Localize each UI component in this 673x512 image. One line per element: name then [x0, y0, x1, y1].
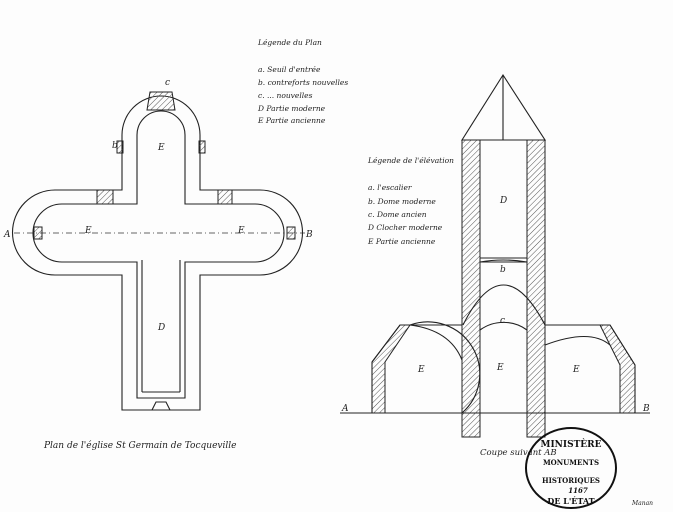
ministry-stamp: MINISTÈRE MONUMENTS HISTORIQUES 1167 DE … — [525, 427, 617, 509]
label-a: A — [3, 230, 11, 240]
stamp-text: DE L'ÉTAT — [547, 496, 594, 506]
label-a: A — [341, 404, 349, 414]
section-caption: Coupe suivant AB — [480, 448, 557, 458]
stamp-text: MONUMENTS — [543, 458, 599, 467]
church-section: D b c E E E A B Coupe suivant AB — [340, 73, 650, 458]
legend-item: E Partie ancienne — [367, 237, 436, 246]
label-d: D — [157, 323, 165, 333]
legend-item: b. contreforts nouvelles — [258, 78, 348, 87]
legend-item: D Partie moderne — [257, 104, 326, 113]
legend-title: Légende de l'élévation — [367, 156, 454, 165]
legend-item: c. Dome ancien — [368, 210, 427, 219]
stamp-text: MINISTÈRE — [540, 438, 601, 450]
legend-item: a. l'escalier — [368, 183, 412, 192]
label-d: D — [499, 196, 507, 206]
label-c: c — [165, 78, 170, 88]
label-b: b — [500, 265, 506, 275]
stamp-number: 1167 — [568, 486, 588, 495]
label-e: E — [84, 226, 92, 236]
legend-item: c. ... nouvelles — [258, 91, 313, 100]
legend-item: b. Dome moderne — [368, 197, 436, 206]
label-e: E — [417, 365, 425, 375]
plan-legend: Légende du Plan a. Seuil d'entrée b. con… — [257, 38, 348, 125]
label-b-section: B — [642, 404, 650, 414]
signature: Manan — [631, 500, 653, 507]
label-c: c — [500, 316, 505, 326]
label-e: E — [157, 143, 165, 153]
church-plan: c E b E E D A B Plan de l'église St Germ… — [3, 78, 313, 451]
label-e: E — [572, 365, 580, 375]
legend-title: Légende du Plan — [257, 38, 322, 47]
label-e: E — [237, 226, 245, 236]
plan-caption: Plan de l'église St Germain de Tocquevil… — [43, 440, 236, 451]
elevation-legend: Légende de l'élévation a. l'escalier b. … — [367, 156, 454, 246]
label-b-section: B — [305, 230, 313, 240]
label-e: E — [496, 363, 504, 373]
legend-item: E Partie ancienne — [257, 116, 326, 125]
label-b: b — [112, 141, 118, 151]
legend-item: a. Seuil d'entrée — [258, 65, 321, 74]
stamp-text: HISTORIQUES — [542, 476, 600, 485]
legend-item: D Clocher moderne — [367, 223, 443, 232]
